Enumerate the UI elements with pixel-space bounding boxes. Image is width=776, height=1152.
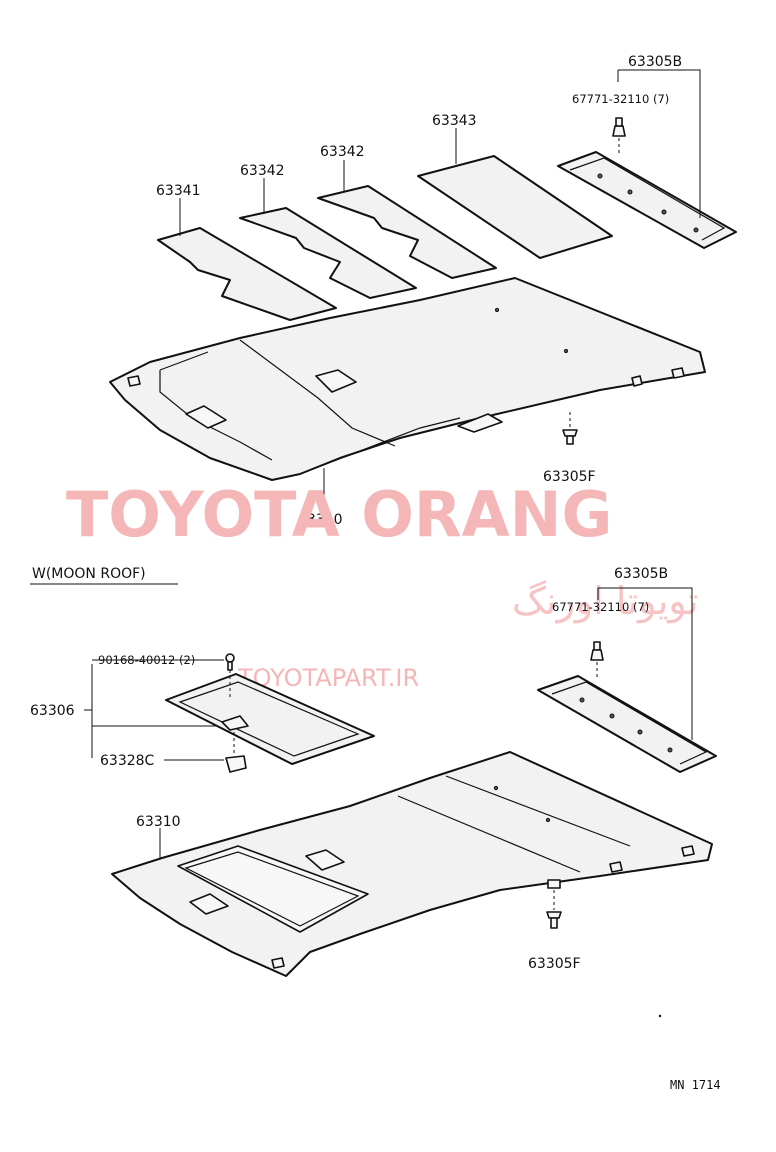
watermark-main: TOYOTA ORANG (66, 478, 612, 551)
label-63305B-bottom: 63305B (614, 566, 668, 582)
label-63342-right: 63342 (320, 144, 365, 160)
leader-63306 (84, 664, 216, 758)
watermark-persian: تویوتا اورنگ (512, 579, 699, 624)
screw-90168-icon (225, 653, 235, 700)
label-63328C: 63328C (100, 753, 155, 769)
label-63305F-top: 63305F (543, 469, 596, 485)
label-63310-top: 63310 (298, 512, 343, 528)
pad-63341 (157, 227, 337, 321)
label-63305F-bottom: 63305F (528, 956, 581, 972)
headliner-63310-top (109, 277, 706, 481)
label-clip-top: 67771-32110 (7) (572, 92, 669, 106)
bolt-63305F-top-icon (562, 412, 578, 445)
sunshade-63306 (165, 673, 375, 765)
pad-63343 (417, 155, 613, 259)
headliner-63310-bottom (111, 751, 713, 977)
clip-67771-bottom-icon (590, 641, 604, 680)
stray-dot (658, 1014, 662, 1018)
footer-code: MN 1714 (670, 1078, 721, 1092)
leader-63305B-bottom (597, 587, 693, 740)
garnish-63305B-bottom (537, 675, 717, 773)
pad-63342-right (317, 185, 497, 279)
label-63310-bottom: 63310 (136, 814, 181, 830)
garnish-63305B-top (557, 151, 737, 249)
label-63306: 63306 (30, 703, 75, 719)
leader-63305B-top (617, 69, 701, 218)
pad-63342-left (239, 207, 417, 299)
clip-67771-top-icon (612, 117, 626, 156)
label-63343: 63343 (432, 113, 477, 129)
label-clip-bottom: 67771-32110 (7) (552, 600, 649, 614)
knob-63328C-icon (225, 732, 247, 773)
label-63305B-top: 63305B (628, 54, 682, 70)
label-63342-left: 63342 (240, 163, 285, 179)
label-screw-90168: 90168-40012 (2) (98, 653, 195, 667)
label-63341: 63341 (156, 183, 201, 199)
bolt-63305F-bottom-icon (546, 879, 562, 929)
section-title-moon-roof: W(MOON ROOF) (32, 566, 146, 582)
